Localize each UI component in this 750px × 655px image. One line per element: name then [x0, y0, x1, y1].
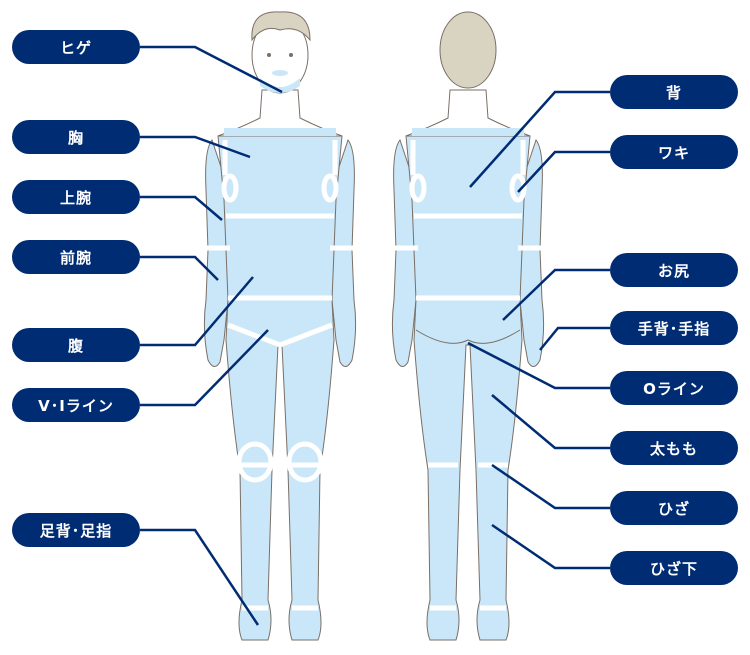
label-back[interactable]: 背 — [610, 75, 738, 109]
label-upper-arm[interactable]: 上腕 — [12, 180, 140, 214]
back-figure — [392, 11, 543, 640]
label-vi-line[interactable]: V･Iライン — [12, 388, 140, 422]
label-abdomen[interactable]: 腹 — [12, 328, 140, 362]
front-figure — [204, 11, 355, 640]
label-foot[interactable]: 足背･足指 — [12, 513, 140, 547]
label-chest[interactable]: 胸 — [12, 120, 140, 154]
label-buttocks[interactable]: お尻 — [610, 253, 738, 287]
leader-lines — [140, 45, 610, 626]
label-beard[interactable]: ヒゲ — [12, 30, 140, 64]
label-underarm[interactable]: ワキ — [610, 135, 738, 169]
label-knee[interactable]: ひざ — [610, 491, 738, 525]
label-forearm[interactable]: 前腕 — [12, 240, 140, 274]
label-thigh[interactable]: 太もも — [610, 431, 738, 465]
label-lower-leg[interactable]: ひざ下 — [610, 551, 738, 585]
label-o-line[interactable]: Oライン — [610, 371, 738, 405]
label-hand[interactable]: 手背･手指 — [610, 311, 738, 345]
